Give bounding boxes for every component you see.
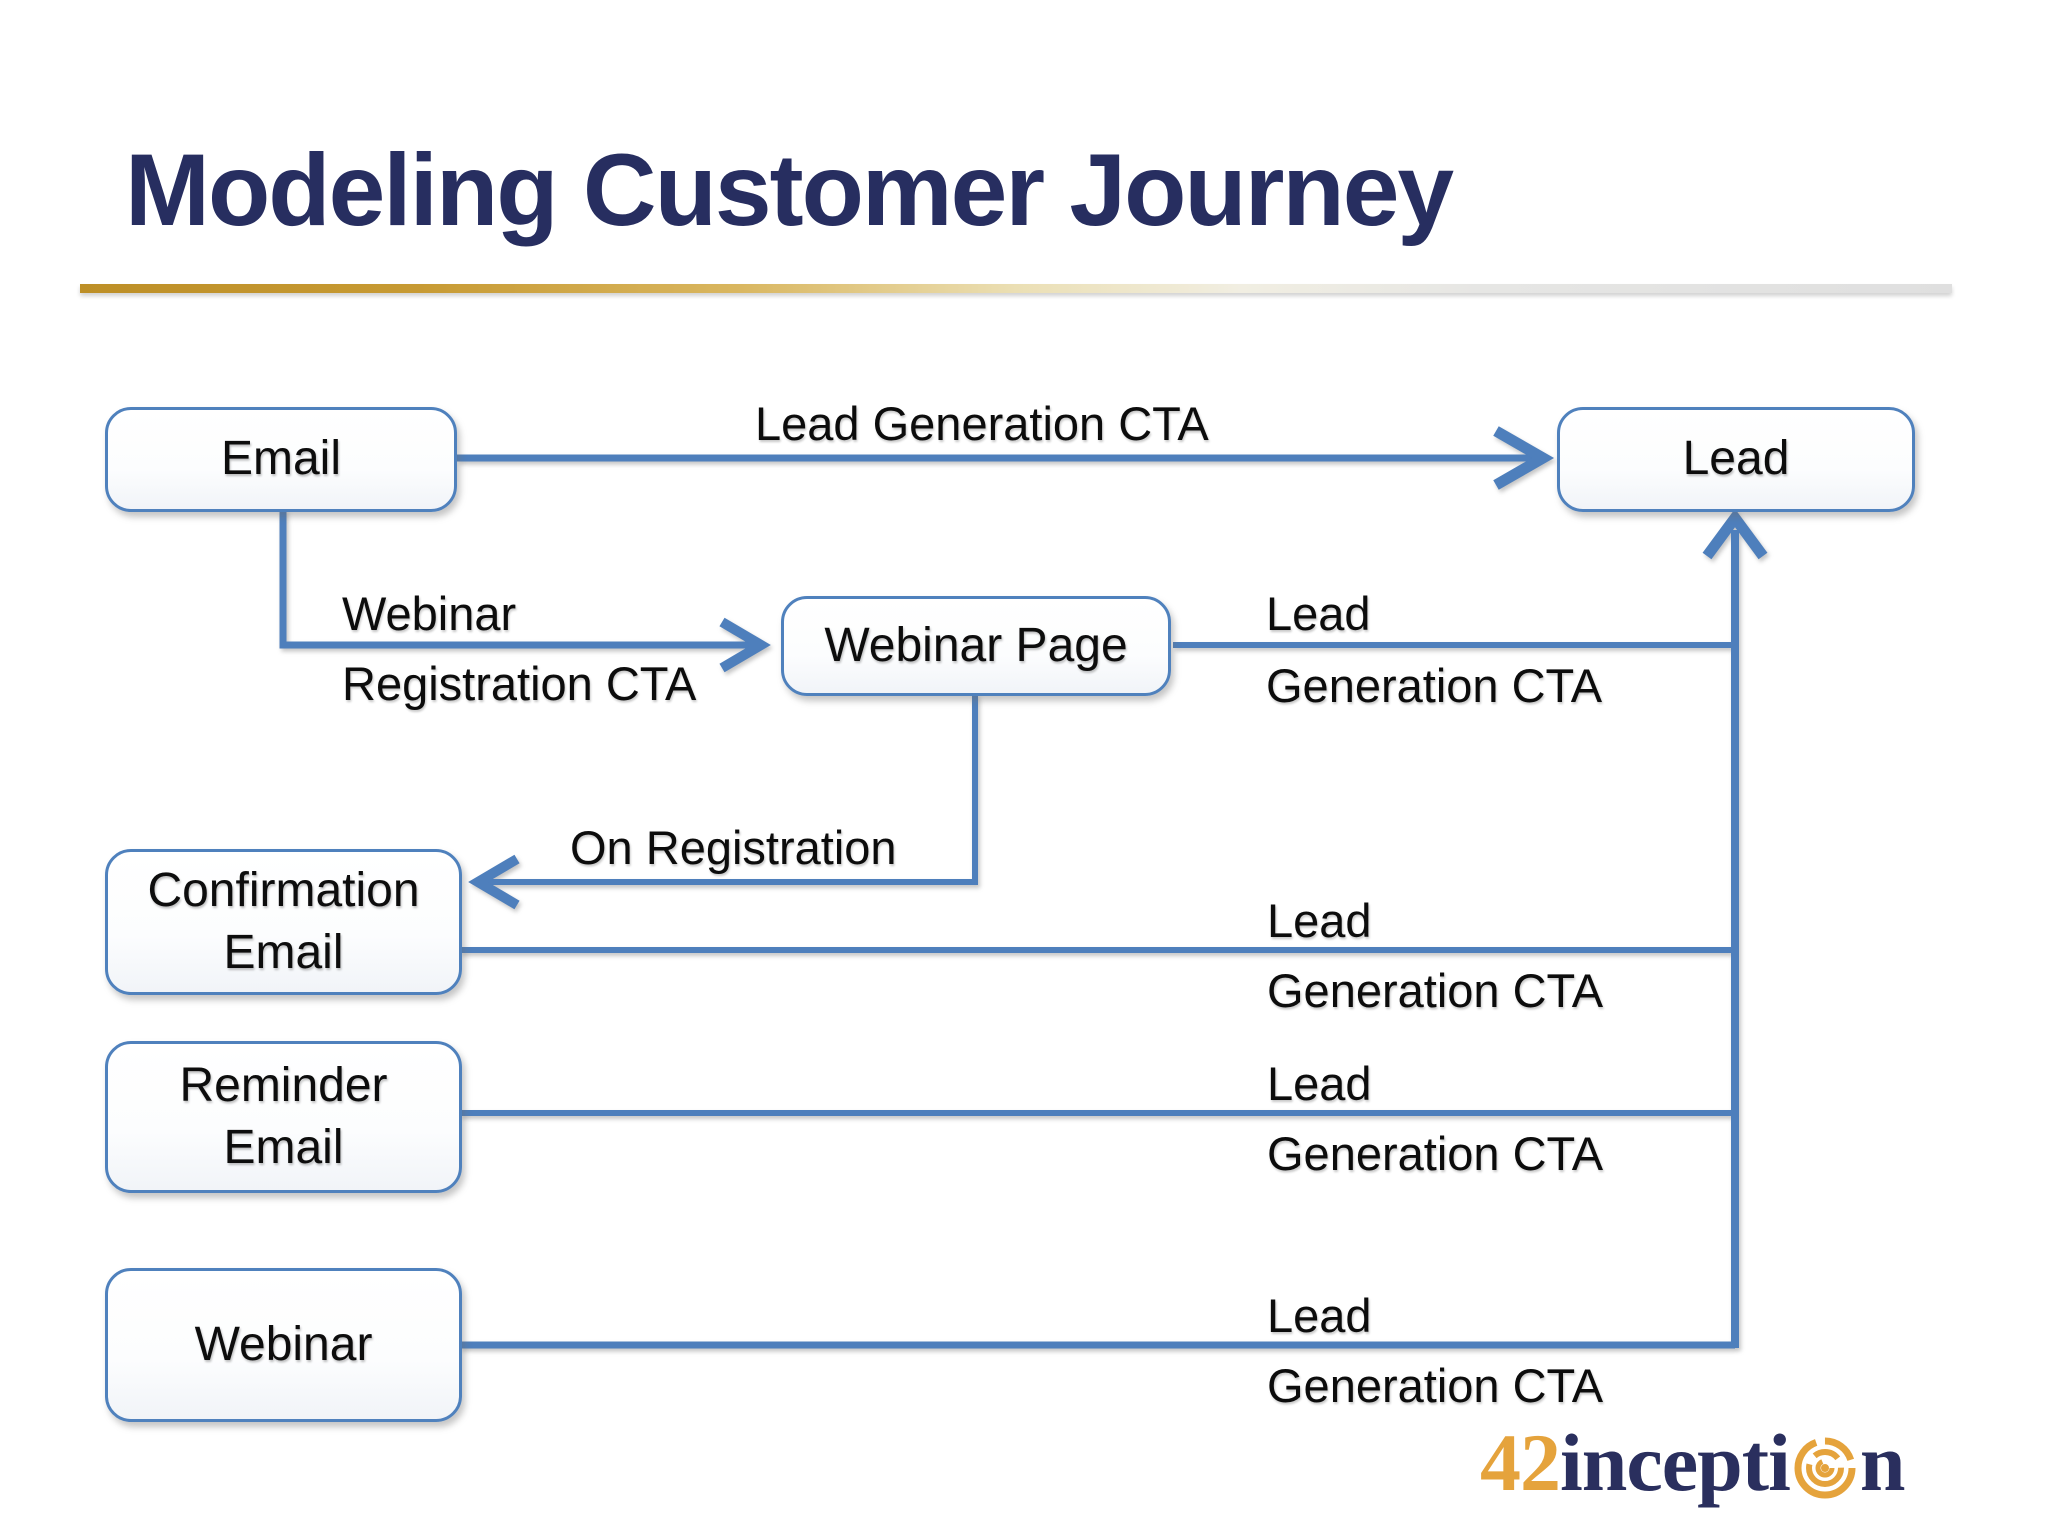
edge-label-lead-generation-cta-top: Lead Generation CTA — [755, 397, 1209, 450]
edge-label-webinar-lead-line1: Lead — [1267, 1289, 1372, 1342]
arrowhead-on-registration — [468, 854, 520, 910]
edge-label-webinar-page-lead-line1: Lead — [1266, 587, 1371, 640]
node-webinar-label: Webinar — [194, 1317, 373, 1371]
node-confirmation-email: Confirmation Email — [105, 849, 462, 995]
page-title: Modeling Customer Journey — [125, 133, 1454, 247]
logo-text-after-icon: n — [1859, 1417, 1906, 1508]
arrowhead-into-lead — [1702, 508, 1768, 560]
edge-webinar-page-to-confirmation — [484, 694, 978, 885]
node-confirmation-email-label: Confirmation Email — [147, 863, 420, 979]
arrowhead-email-to-webinar-page — [719, 617, 771, 673]
edge-label-on-registration: On Registration — [570, 821, 897, 874]
node-reminder-email: Reminder Email — [105, 1041, 462, 1193]
edge-label-webinar-registration-line1: Webinar — [342, 587, 517, 640]
edge-label-reminder-lead-line1: Lead — [1267, 1057, 1372, 1110]
node-lead: Lead — [1557, 407, 1915, 512]
title-divider-rule — [80, 284, 1952, 293]
node-webinar: Webinar — [105, 1268, 462, 1422]
edge-email-to-webinar-page — [279, 509, 755, 649]
edge-label-webinar-registration-line2: Registration CTA — [342, 657, 697, 710]
arrowhead-email-to-lead — [1493, 426, 1555, 490]
edge-label-confirmation-lead-line2: Generation CTA — [1267, 964, 1604, 1017]
node-email: Email — [105, 407, 457, 512]
node-lead-label: Lead — [1682, 432, 1790, 486]
maze-o-icon — [1794, 1437, 1856, 1499]
logo-number: 42 — [1480, 1417, 1561, 1508]
edge-label-confirmation-lead-line1: Lead — [1267, 894, 1372, 947]
edge-label-reminder-lead-line2: Generation CTA — [1267, 1127, 1604, 1180]
logo-text-before-icon: incepti — [1560, 1417, 1791, 1508]
node-webinar-page-label: Webinar Page — [824, 618, 1128, 672]
edge-label-webinar-page-lead-line2: Generation CTA — [1266, 659, 1603, 712]
node-reminder-email-label: Reminder Email — [179, 1058, 388, 1174]
edge-label-webinar-lead-line2: Generation CTA — [1267, 1359, 1604, 1412]
node-webinar-page: Webinar Page — [781, 596, 1171, 696]
node-email-label: Email — [220, 432, 342, 486]
